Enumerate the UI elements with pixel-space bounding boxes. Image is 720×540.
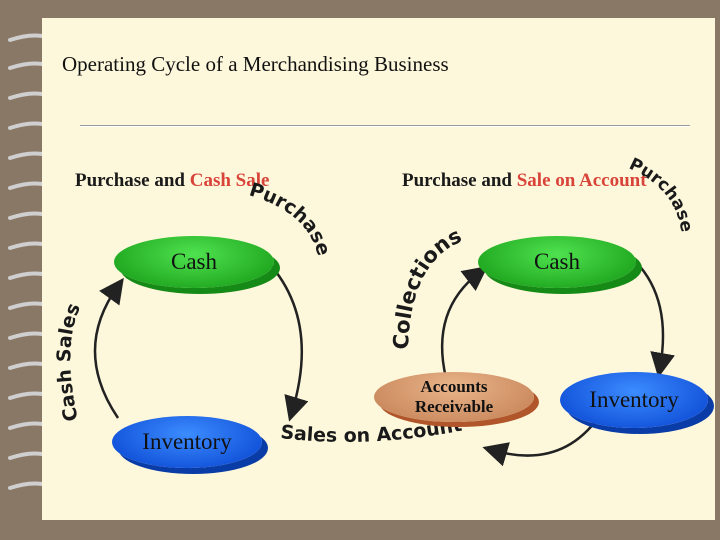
title-divider bbox=[80, 125, 690, 127]
right-inventory-node: Inventory bbox=[560, 372, 708, 428]
right-arc-purchase-label: Purchase bbox=[626, 154, 696, 233]
right-sales-on-account-arrow bbox=[482, 417, 600, 467]
left-heading-prefix: Purchase and bbox=[75, 170, 190, 191]
left-heading: Purchase and Cash Sale bbox=[75, 170, 269, 192]
right-heading-prefix: Purchase and bbox=[402, 170, 517, 191]
right-cash-node: Cash bbox=[478, 236, 636, 288]
right-heading: Purchase and Sale on Account bbox=[402, 170, 647, 192]
right-inventory-label: Inventory bbox=[589, 387, 679, 412]
left-cash-sales-arrow bbox=[93, 277, 124, 419]
left-arc-cash-sales-label: Cash Sales bbox=[53, 300, 85, 423]
left-inventory-label: Inventory bbox=[142, 429, 232, 454]
right-cash-label: Cash bbox=[534, 249, 580, 274]
collections-label: Collections bbox=[389, 223, 465, 350]
receivable-line-1: Accounts bbox=[420, 377, 488, 396]
left-purchase-arrow bbox=[267, 261, 309, 422]
right-heading-highlight: Sale on Account bbox=[516, 170, 647, 191]
receivable-line-2: Receivable bbox=[414, 397, 494, 416]
collections-arrow bbox=[440, 265, 488, 379]
right-purchase-arrow bbox=[635, 261, 675, 378]
left-cash-node: Cash bbox=[114, 236, 274, 288]
left-heading-highlight: Cash Sale bbox=[189, 170, 270, 191]
left-inventory-node: Inventory bbox=[112, 416, 262, 468]
left-cash-label: Cash bbox=[171, 249, 217, 274]
slide-title: Operating Cycle of a Merchandising Busin… bbox=[62, 52, 449, 76]
